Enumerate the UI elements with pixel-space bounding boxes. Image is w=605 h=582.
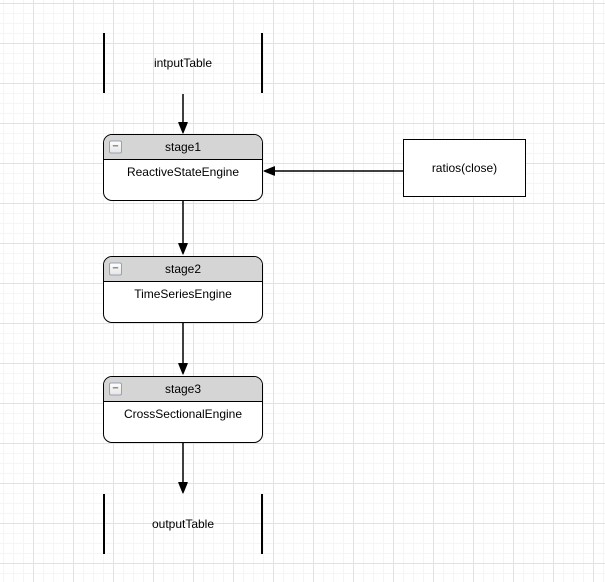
node-output-table[interactable]: outputTable bbox=[103, 494, 263, 554]
node-stage1[interactable]: − stage1 ReactiveStateEngine bbox=[103, 134, 263, 201]
stage1-title: stage1 bbox=[164, 140, 202, 154]
edge-input-to-stage1[interactable] bbox=[178, 94, 188, 134]
stage1-header: − stage1 bbox=[104, 135, 262, 160]
stage2-title: stage2 bbox=[164, 262, 202, 276]
node-stage3[interactable]: − stage3 CrossSectionalEngine bbox=[103, 376, 263, 443]
edge-stage2-to-stage3[interactable] bbox=[178, 323, 188, 375]
ratios-label: ratios(close) bbox=[431, 161, 498, 175]
edge-stage3-to-output[interactable] bbox=[178, 443, 188, 494]
node-ratios[interactable]: ratios(close) bbox=[403, 139, 526, 197]
collapse-icon[interactable]: − bbox=[109, 382, 122, 396]
collapse-icon[interactable]: − bbox=[109, 262, 122, 276]
edge-stage1-to-stage2[interactable] bbox=[178, 201, 188, 255]
stage2-header: − stage2 bbox=[104, 257, 262, 282]
stage3-body-label: CrossSectionalEngine bbox=[123, 407, 243, 421]
input-table-label: intputTable bbox=[153, 56, 213, 70]
node-input-table[interactable]: intputTable bbox=[103, 33, 263, 93]
stage1-body-label: ReactiveStateEngine bbox=[126, 165, 240, 179]
node-stage2[interactable]: − stage2 TimeSeriesEngine bbox=[103, 256, 263, 323]
collapse-icon[interactable]: − bbox=[109, 140, 122, 154]
stage3-header: − stage3 bbox=[104, 377, 262, 402]
stage2-body-label: TimeSeriesEngine bbox=[134, 287, 232, 301]
output-table-label: outputTable bbox=[151, 517, 215, 531]
edge-ratios-to-stage1[interactable] bbox=[263, 166, 403, 176]
stage3-title: stage3 bbox=[164, 382, 202, 396]
